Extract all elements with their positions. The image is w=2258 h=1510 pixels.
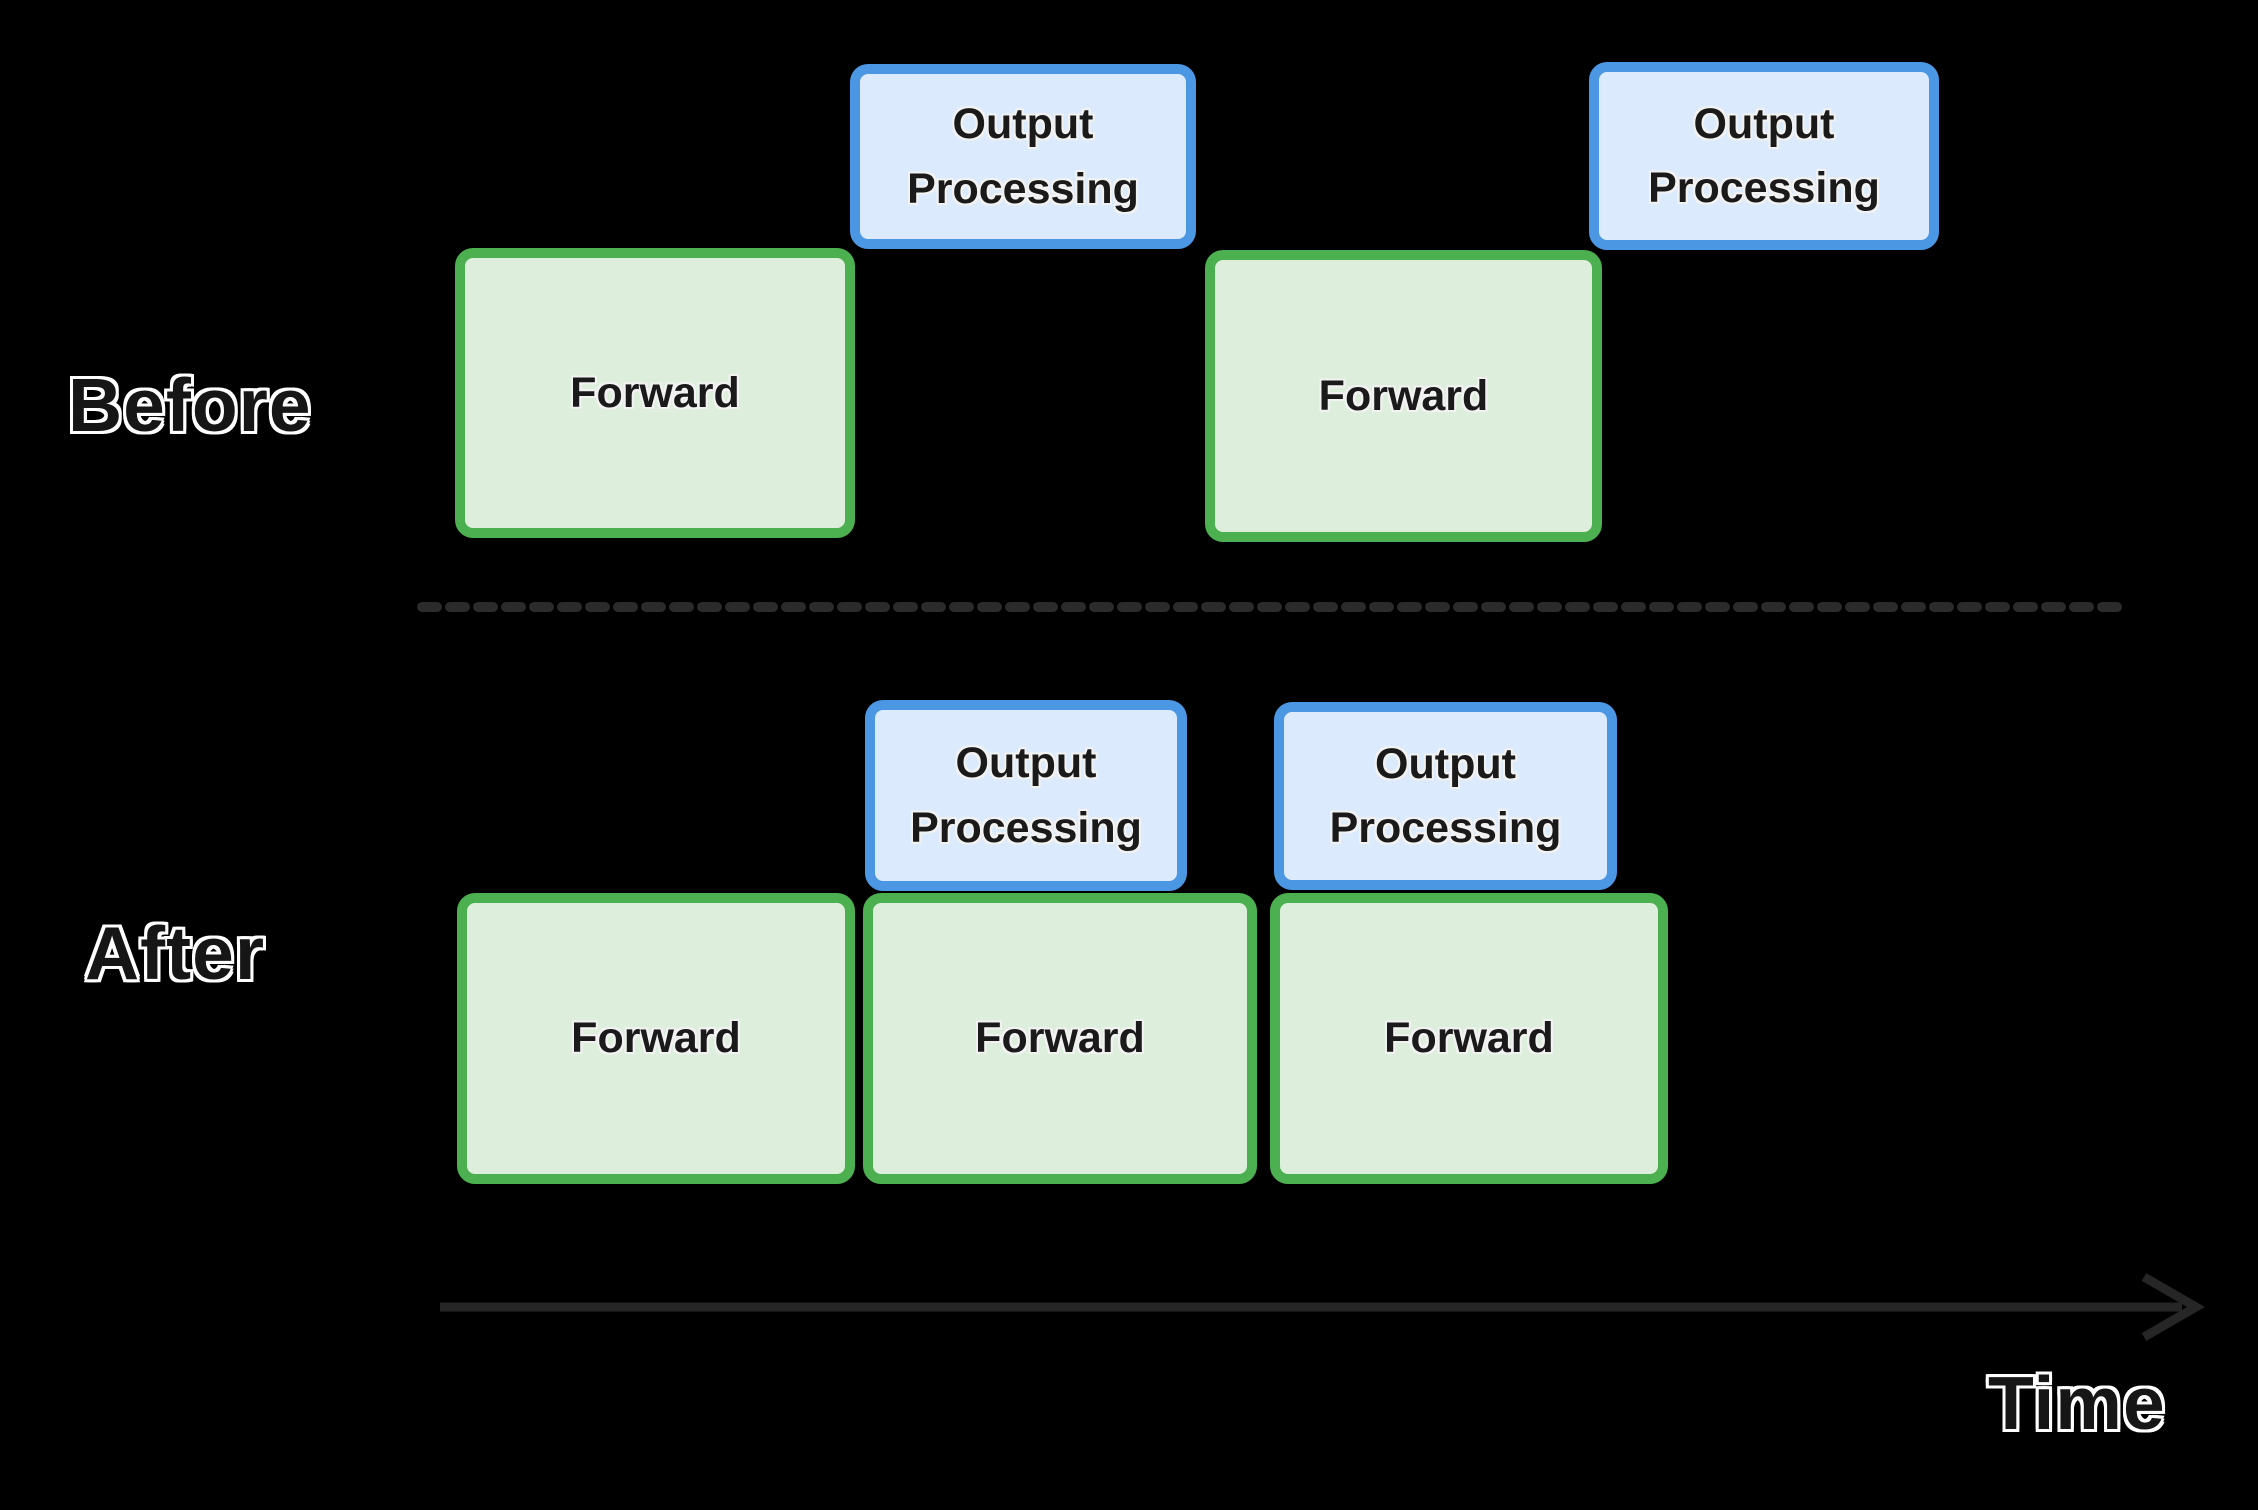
- output-block-label: Output Processing: [907, 100, 1139, 213]
- before-forward-1: Forward: [455, 248, 855, 538]
- forward-block-label: Forward: [570, 368, 740, 417]
- before-output-2: Output Processing: [1589, 62, 1939, 250]
- output-block-label: Output Processing: [910, 739, 1142, 852]
- before-forward-2: Forward: [1205, 250, 1602, 542]
- after-forward-1: Forward: [457, 893, 855, 1184]
- time-axis-label: Time: [1988, 1361, 2166, 1445]
- forward-block-label: Forward: [571, 1014, 741, 1063]
- forward-block-label: Forward: [975, 1014, 1145, 1063]
- forward-block-label: Forward: [1318, 371, 1489, 420]
- time-axis-arrowhead-icon: [2141, 1273, 2206, 1341]
- forward-block-label: Forward: [1384, 1014, 1554, 1063]
- output-block-label: Output Processing: [1648, 99, 1880, 213]
- after-output-1: Output Processing: [865, 700, 1187, 891]
- after-forward-2: Forward: [863, 893, 1257, 1184]
- after-section-label: After: [85, 911, 266, 995]
- after-output-2: Output Processing: [1274, 702, 1617, 890]
- after-forward-3: Forward: [1270, 893, 1668, 1184]
- before-section-label: Before: [68, 363, 312, 447]
- output-block-label: Output Processing: [1329, 739, 1562, 853]
- before-output-1: Output Processing: [850, 64, 1196, 249]
